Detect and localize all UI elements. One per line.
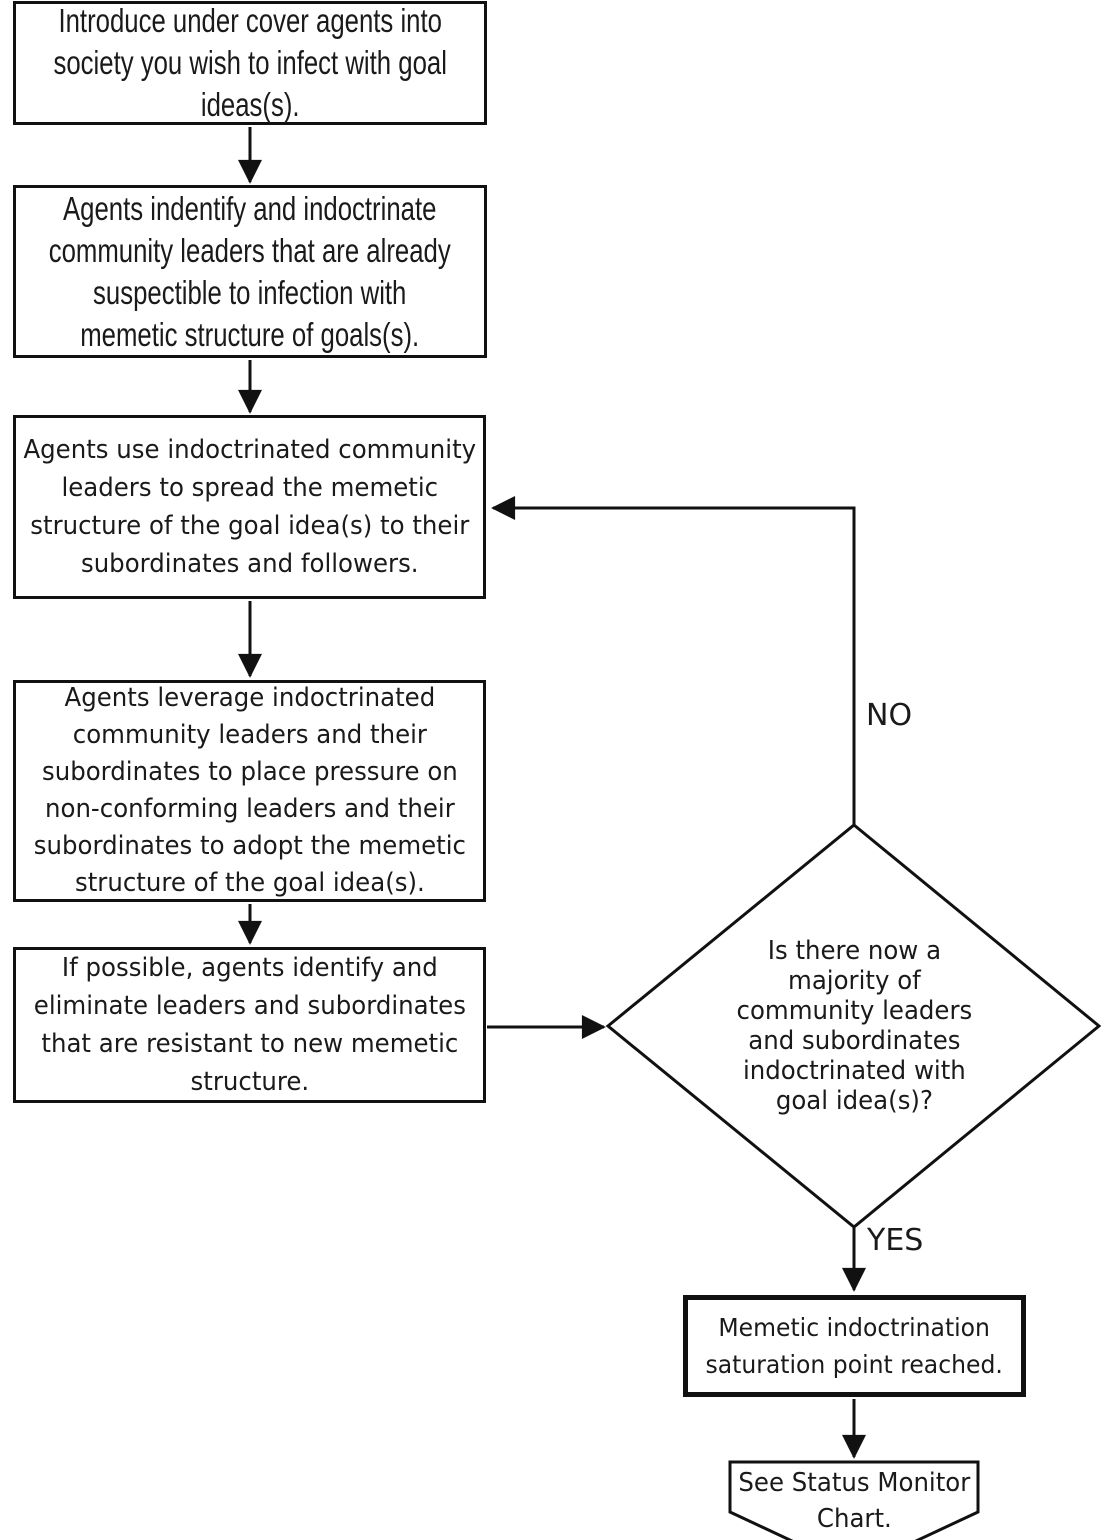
flowchart-node-eliminate-resistant: If possible, agents identify and elimina… (13, 947, 486, 1103)
node-text-eliminate-resistant: If possible, agents identify and elimina… (33, 953, 466, 1097)
edge-label-yes: YES (867, 1223, 924, 1258)
flowchart-node-identify-indoctrinate-leaders: Agents indentify and indoctrinate commun… (13, 185, 487, 358)
flowchart-node-pressure-nonconforming: Agents leverage indoctrinated community … (13, 680, 486, 902)
flowchart-node-see-status-monitor: See Status Monitor Chart. (732, 1465, 976, 1537)
flowchart-node-introduce-agents: Introduce under cover agents into societ… (13, 1, 487, 125)
node-text-majority-decision: Is there now a majority of community lea… (736, 936, 972, 1116)
decision-diamond-shape (605, 823, 1101, 1229)
flowchart-node-saturation-point-reached: Memetic indoctrination saturation point … (683, 1295, 1026, 1397)
arrow-no-feedback (491, 496, 856, 826)
flowchart-node-spread-memetic-structure: Agents use indoctrinated community leade… (13, 415, 486, 599)
offpage-pentagon-shape (728, 1460, 980, 1540)
node-text-pressure-nonconforming: Agents leverage indoctrinated community … (33, 683, 466, 898)
edge-label-no: NO (866, 698, 913, 733)
flowchart-node-majority-decision: Is there now a majority of community lea… (703, 910, 1005, 1142)
node-text-identify-indoctrinate-leaders: Agents indentify and indoctrinate commun… (48, 189, 452, 353)
node-text-introduce-agents: Introduce under cover agents into societ… (53, 2, 447, 123)
node-text-saturation-point-reached: Memetic indoctrination saturation point … (705, 1313, 1004, 1379)
node-text-spread-memetic-structure: Agents use indoctrinated community leade… (23, 435, 476, 579)
node-text-see-status-monitor: See Status Monitor Chart. (738, 1468, 970, 1534)
